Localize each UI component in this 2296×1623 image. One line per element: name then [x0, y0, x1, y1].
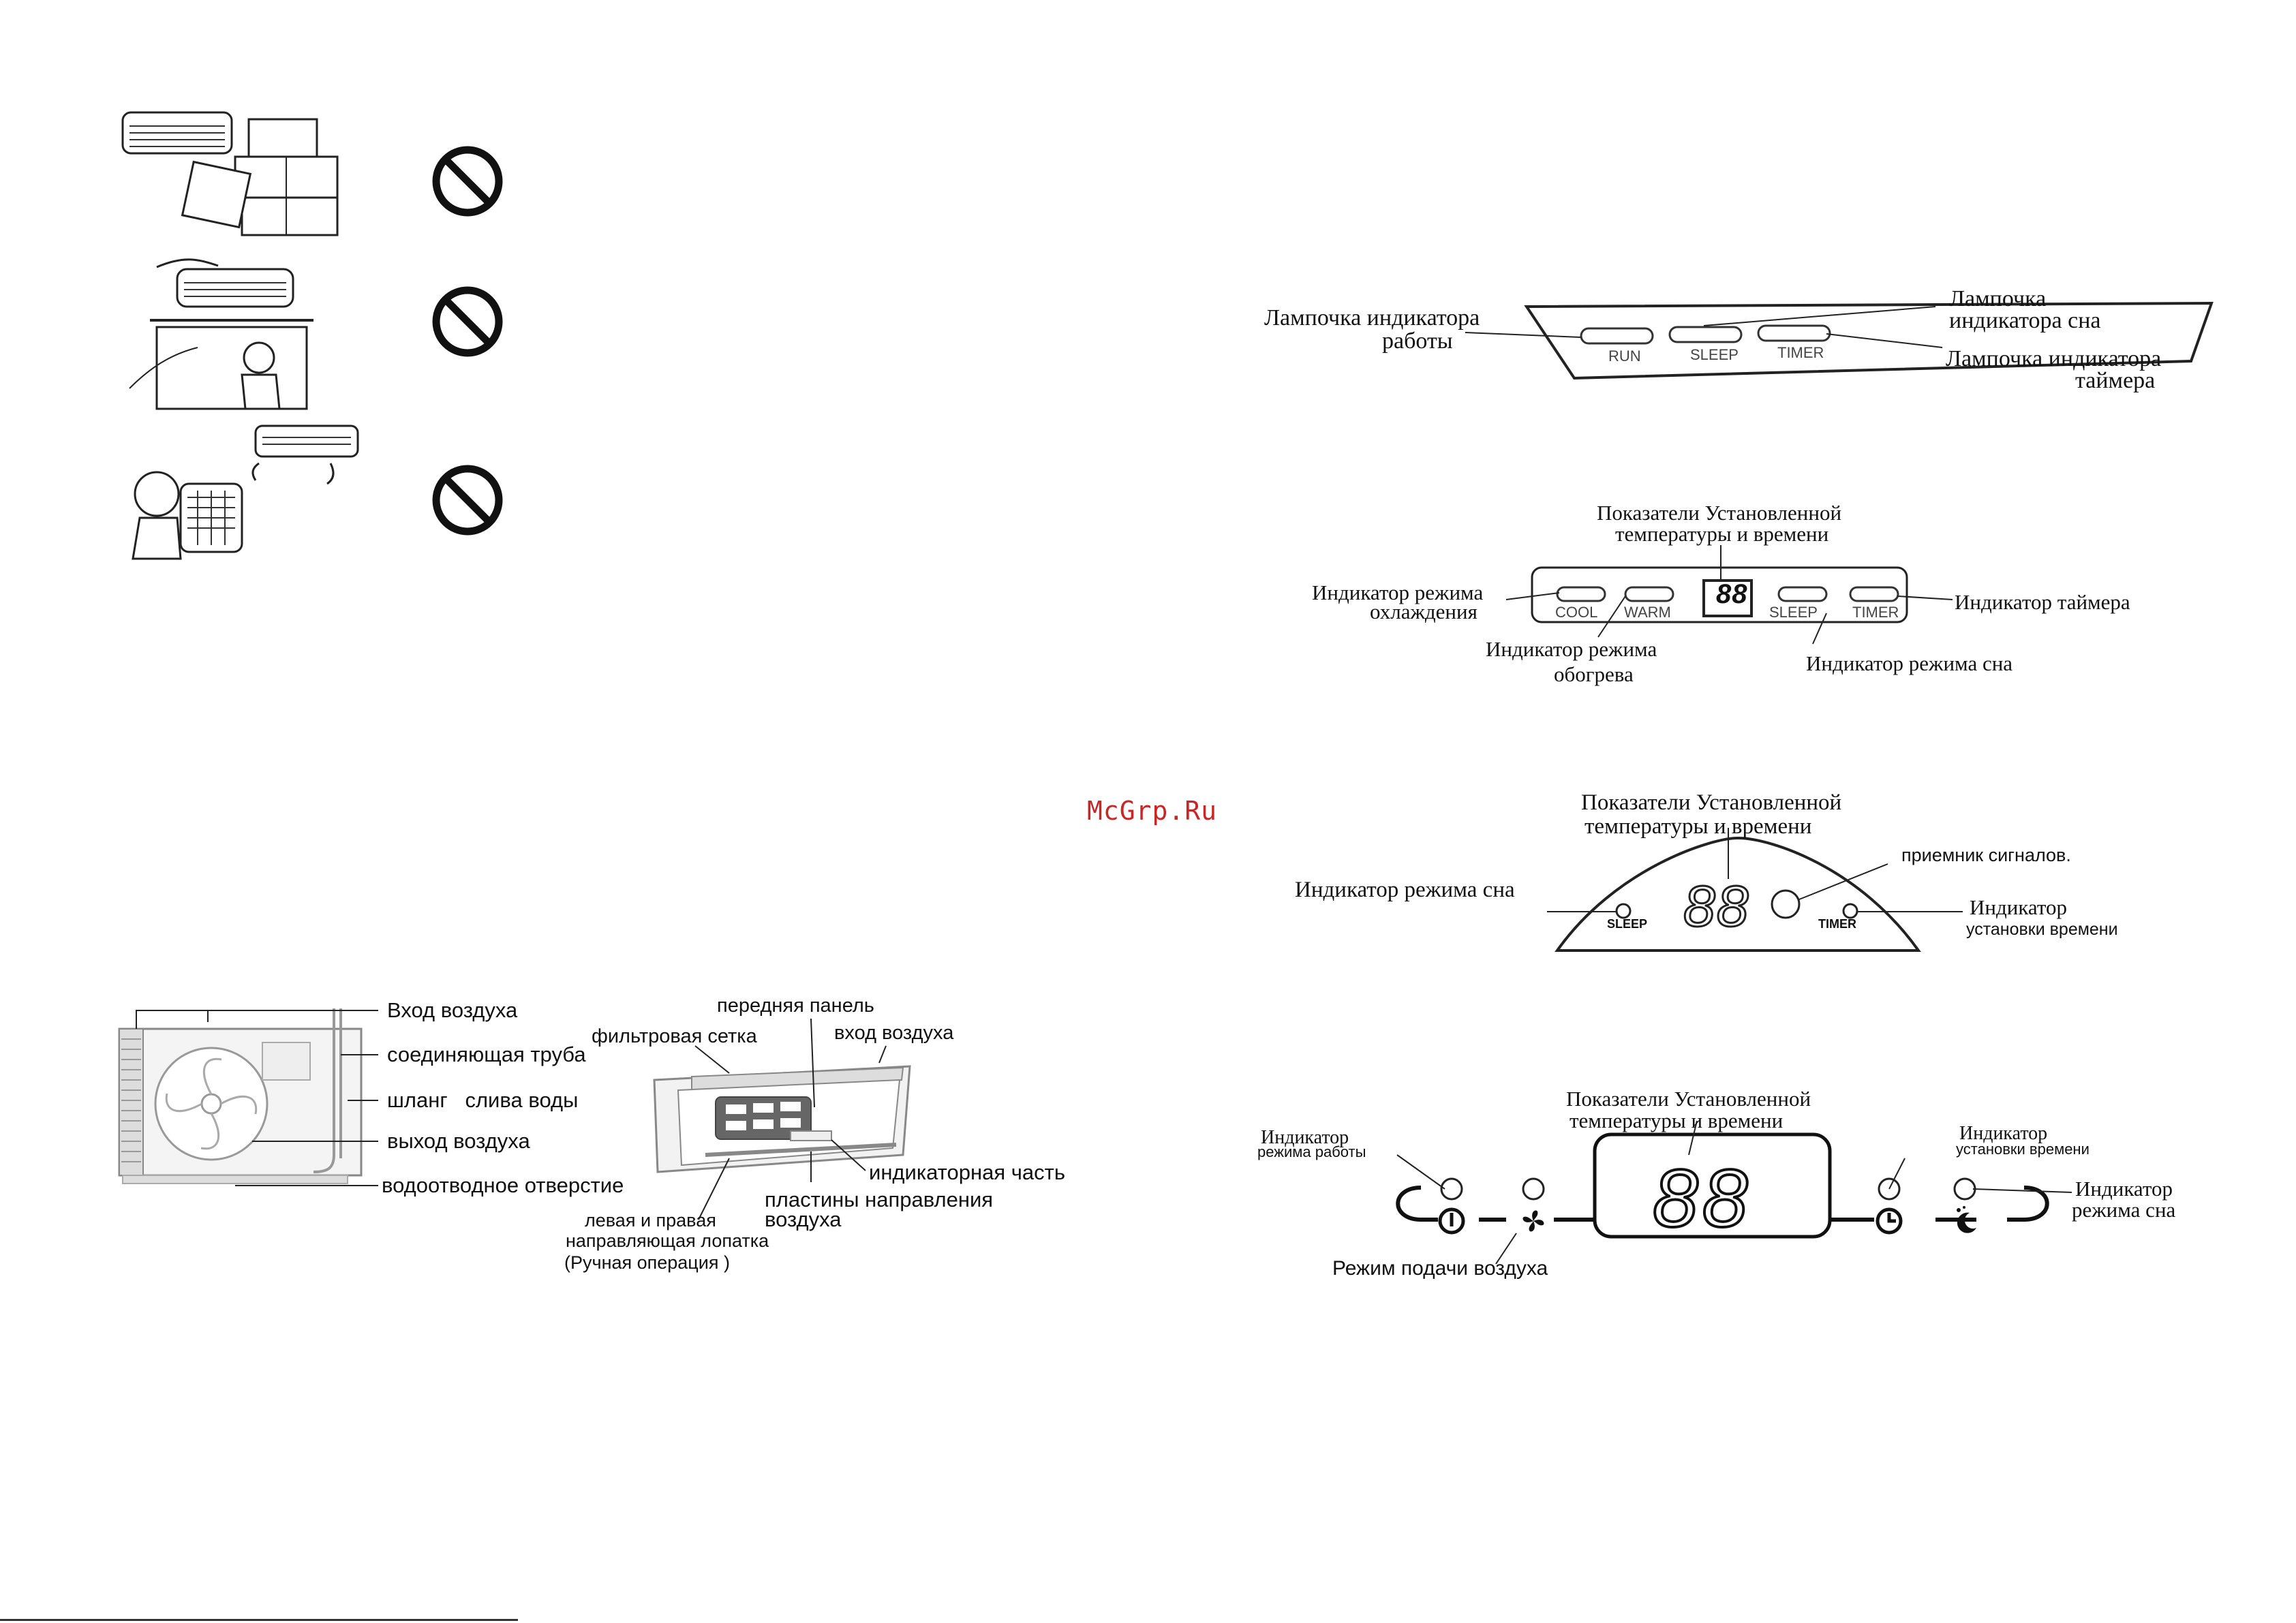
- timer-setting-indicator-label: Индикатор: [1959, 1123, 2048, 1144]
- timer-button-label: TIMER: [1852, 604, 1899, 621]
- timer-setting-indicator-label-2: установки времени: [1956, 1141, 2090, 1158]
- sleep-mode-indicator-label: Индикатор режима сна: [1806, 651, 2013, 675]
- timer-button-label: TIMER: [1777, 344, 1824, 361]
- indoor-air-inlet-label: вход воздуха: [834, 1022, 954, 1044]
- fan-icon: [1522, 1210, 1544, 1232]
- indicator-section-label: индикаторная часть: [869, 1160, 1065, 1184]
- prohibition-icon: [432, 146, 503, 217]
- sleep-mode-indicator-label-2: режима сна: [2072, 1198, 2176, 1222]
- timer-indicator-label: Лампочка индикатора: [1946, 346, 2162, 371]
- setpoint-label: Показатели Установленной: [1566, 1087, 1811, 1111]
- drain-hose-label: шланг слива воды: [387, 1088, 579, 1112]
- receiver-label: приемник сигналов.: [1901, 845, 2071, 865]
- illustration-unit-curtain: [129, 258, 313, 410]
- illustration-unit-boxes: [121, 111, 339, 236]
- panel-2-digits: 88: [1716, 579, 1748, 609]
- timer-tag: TIMER: [1818, 917, 1856, 931]
- timer-setting-indicator-label-2: установки времени: [1966, 920, 2118, 939]
- timer-indicator-label: Индикатор таймера: [1955, 590, 2130, 614]
- sleep-mode-indicator-label: Индикатор режима сна: [1295, 878, 1515, 902]
- run-mode-indicator-label: Индикатор: [1261, 1127, 1349, 1148]
- side-louver-label: левая и правая: [585, 1210, 716, 1231]
- air-outlet-label: выход воздуха: [387, 1129, 530, 1153]
- timer-setting-indicator-label: Индикатор: [1970, 895, 2068, 919]
- sleep-button-label: SLEEP: [1769, 604, 1818, 621]
- panel-4-digits: 88: [1651, 1151, 1752, 1246]
- cool-indicator-label: Индикатор режима: [1312, 581, 1484, 604]
- air-inlet-label: Вход воздуха: [387, 998, 518, 1022]
- run-button-label: RUN: [1608, 347, 1641, 365]
- setpoint-label: Показатели Установленной: [1581, 790, 1842, 815]
- warm-button-label: WARM: [1624, 604, 1671, 621]
- watermark: McGrp.Ru: [1087, 796, 1218, 826]
- front-panel-label: передняя панель: [717, 995, 874, 1017]
- cool-button-label: COOL: [1555, 604, 1598, 621]
- prohibition-icon: [432, 465, 503, 536]
- drain-hole-label: водоотводное отверстие: [382, 1173, 624, 1197]
- moon-icon: [1957, 1206, 1976, 1233]
- clock-icon: [1876, 1207, 1903, 1235]
- outdoor-unit-drawing: [118, 1008, 363, 1184]
- sleep-tag: SLEEP: [1607, 917, 1648, 931]
- side-louver-label-3: (Ручная операция ): [564, 1252, 730, 1273]
- louvers-label: пластины направления: [765, 1188, 994, 1211]
- prohibition-icon: [432, 286, 503, 357]
- panel-4-body: [1396, 1132, 2049, 1239]
- warm-indicator-label-2: обогрева: [1554, 662, 1634, 686]
- timer-indicator-label-2: таймера: [2075, 368, 2156, 393]
- panel-2-body: [1531, 566, 1908, 623]
- sleep-mode-indicator-label: Индикатор: [2075, 1177, 2173, 1201]
- illustration-child-unit: [132, 424, 359, 560]
- warm-indicator-label: Индикатор режима: [1486, 637, 1657, 661]
- setpoint-label-2: температуры и времени: [1570, 1109, 1784, 1132]
- fan-mode-label: Режим подачи воздуха: [1332, 1257, 1548, 1280]
- sleep-indicator-label-2: индикатора сна: [1949, 308, 2101, 333]
- indoor-unit-drawing: [653, 1065, 911, 1173]
- panel-1-body: [1465, 301, 2214, 380]
- sleep-button-label: SLEEP: [1690, 346, 1739, 363]
- panel-3-body: [1555, 836, 1921, 952]
- panel-3-digits: 88: [1682, 874, 1750, 940]
- connecting-pipe-label: соединяющая труба: [387, 1042, 586, 1066]
- cool-indicator-label-2: охлаждения: [1370, 600, 1478, 623]
- run-indicator-label: Лампочка индикатора: [1264, 305, 1480, 330]
- run-mode-indicator-label-2: режима работы: [1257, 1143, 1366, 1160]
- setpoint-label-2: температуры и времени: [1615, 522, 1829, 546]
- bottom-rule: [0, 1619, 518, 1621]
- run-indicator-label-2: работы: [1382, 328, 1453, 354]
- setpoint-label: Показатели Установленной: [1597, 501, 1842, 525]
- louvers-label-2: воздуха: [765, 1207, 842, 1231]
- power-icon: [1438, 1207, 1465, 1235]
- side-louver-label-2: направляющая лопатка: [566, 1231, 769, 1251]
- sleep-indicator-label: Лампочка: [1949, 286, 2047, 311]
- setpoint-label-2: температуры и времени: [1585, 814, 1812, 839]
- filter-label: фильтровая сетка: [592, 1025, 757, 1047]
